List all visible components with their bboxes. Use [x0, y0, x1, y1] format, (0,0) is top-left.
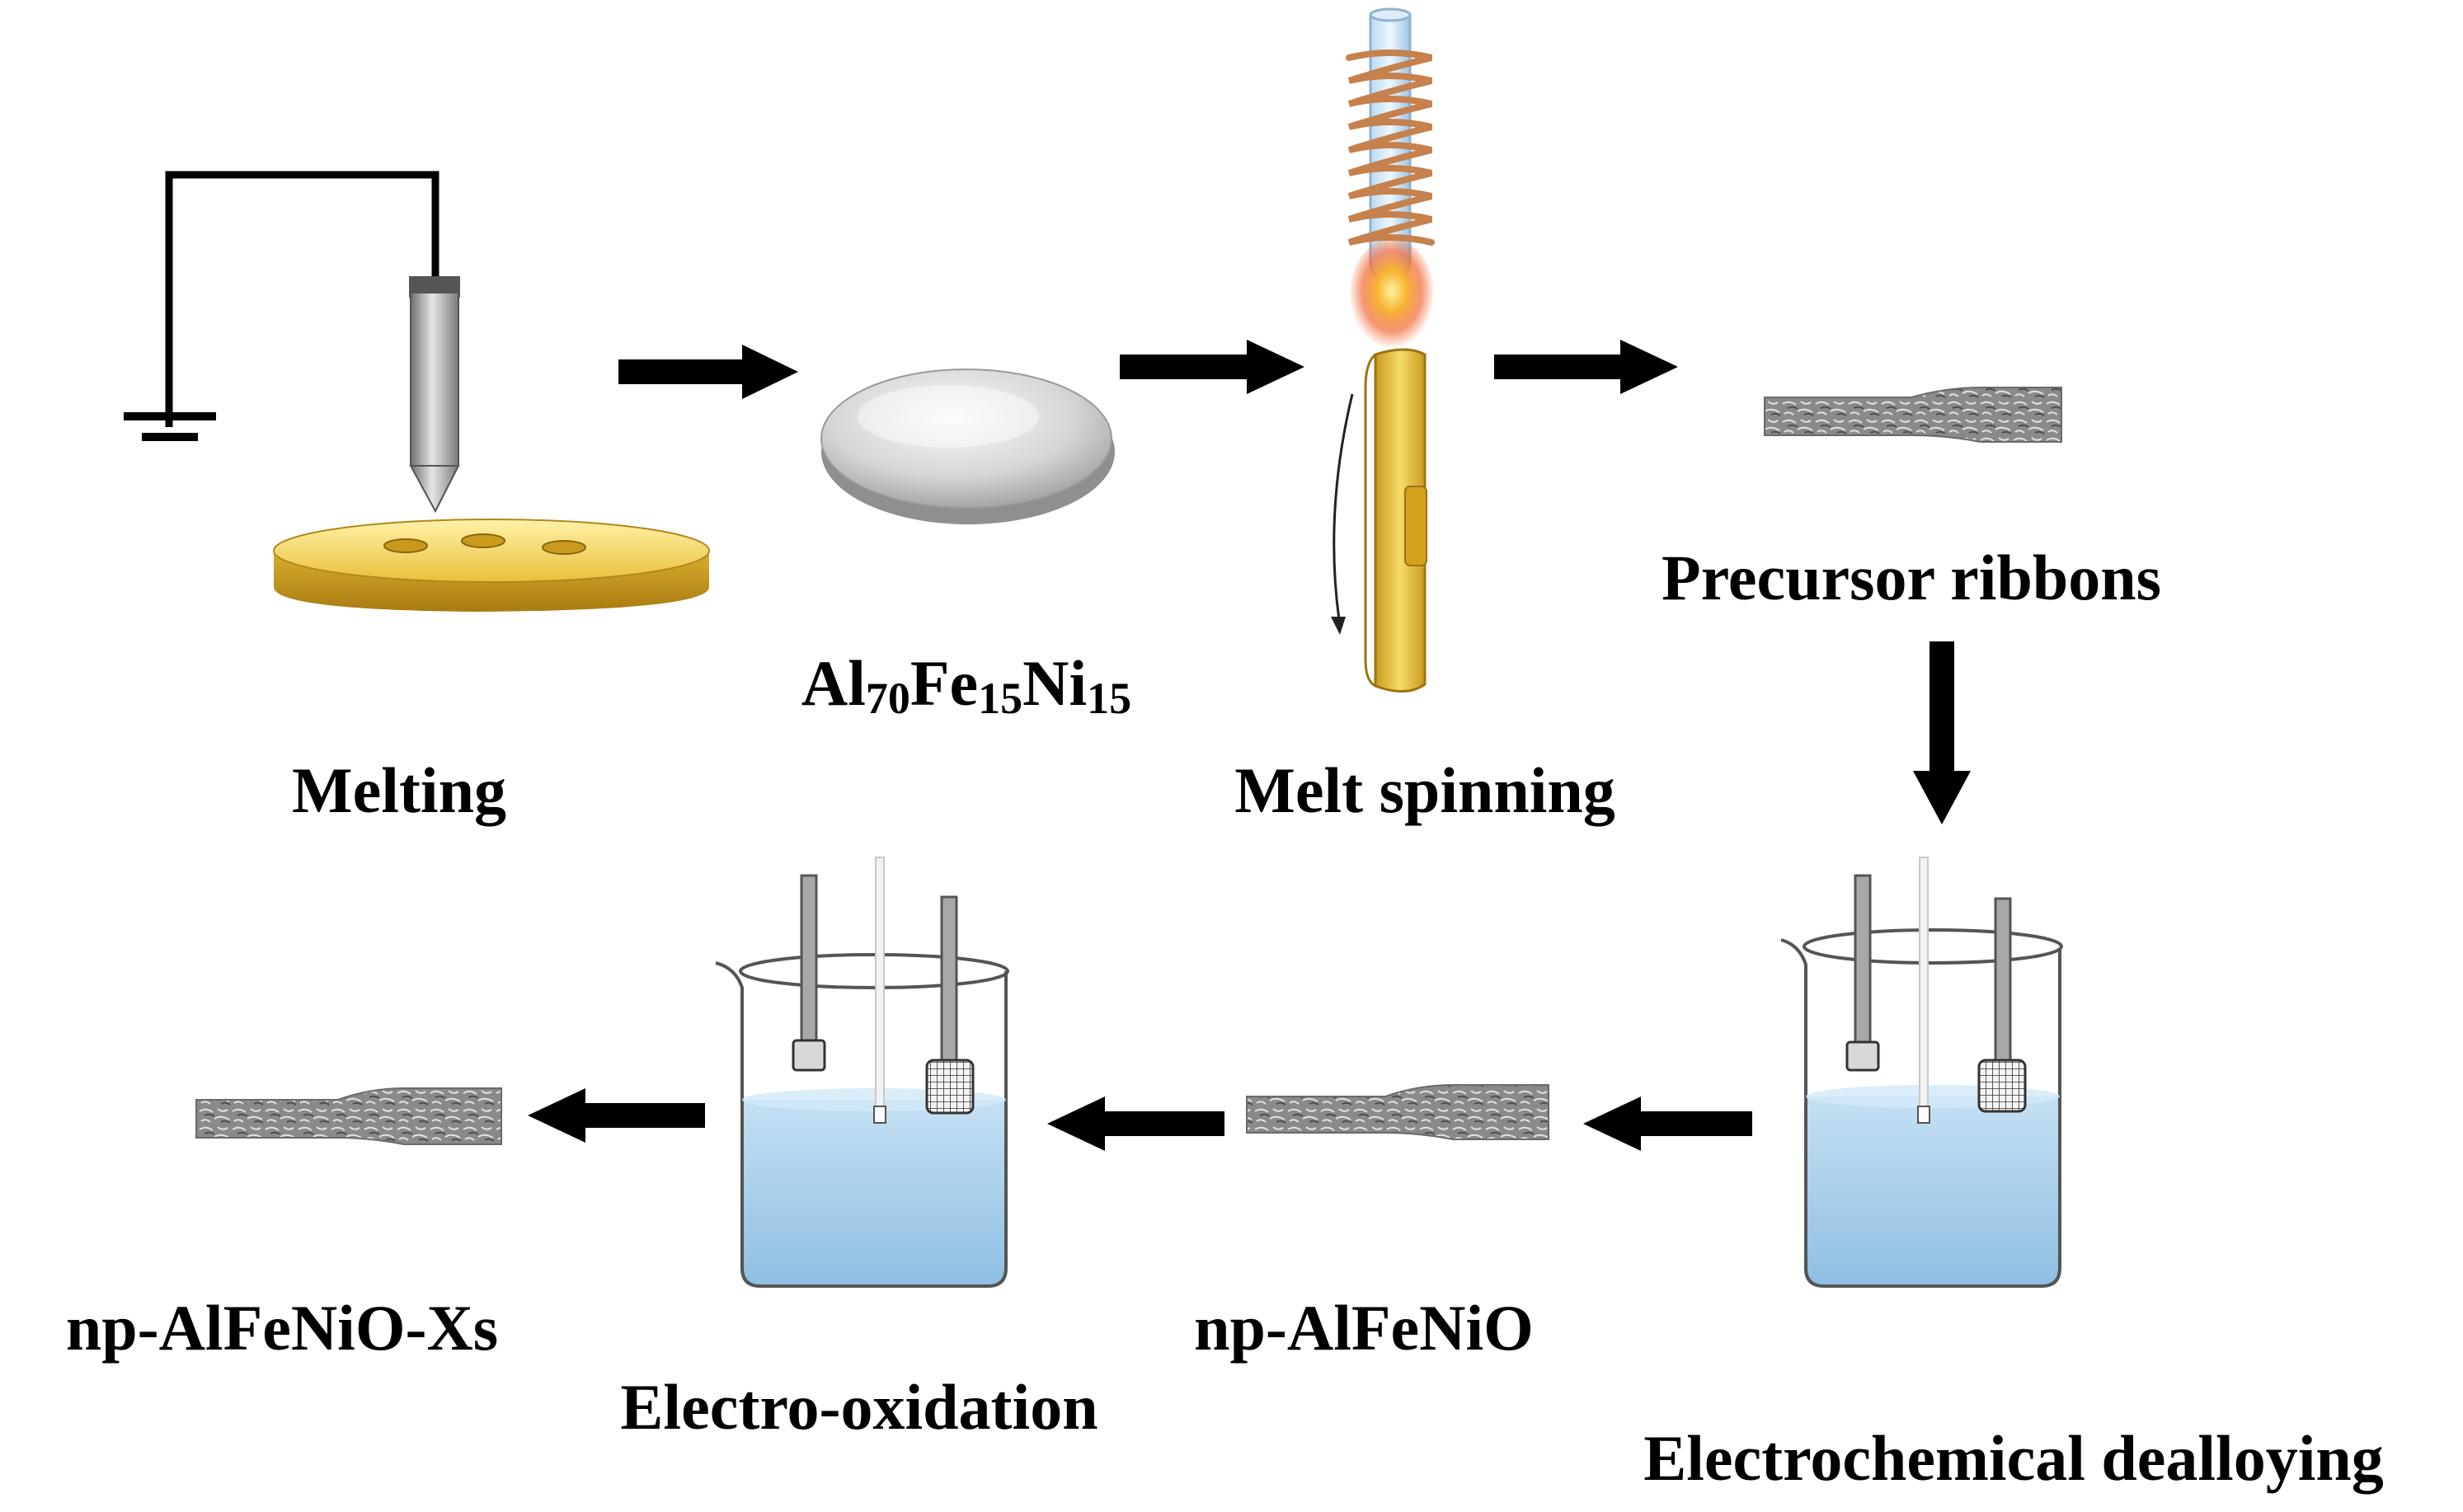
hearth-plate-top — [273, 519, 710, 583]
alloy-element-ni: Ni — [1022, 647, 1088, 719]
working-electrode — [1919, 857, 1929, 1114]
label-electro-oxidation: Electro-oxidation — [620, 1371, 1098, 1443]
alloy-subscript-al: 70 — [865, 674, 910, 723]
melt-glow — [1349, 239, 1435, 355]
precursor-ribbon — [1764, 387, 2062, 443]
rotation-arrow — [1333, 393, 1354, 621]
counter-electrode — [1994, 897, 2012, 1065]
arrow-oxidation-to-xs — [528, 1088, 705, 1143]
np-alfenio-ribbon — [1246, 1084, 1549, 1140]
arrow-melting-to-ingot — [618, 345, 798, 399]
wheel-hub — [1404, 486, 1427, 566]
mesh-electrode — [925, 1059, 975, 1115]
label-np-alfenio-xs: np-AlFeNiO-Xs — [65, 1292, 499, 1364]
melt-spinner — [1331, 7, 1435, 693]
mesh-electrode — [1977, 1059, 2027, 1113]
arrow-ribbons-to-dealloying — [1913, 641, 1971, 824]
wheel-body — [1374, 348, 1427, 693]
hearth-well-1 — [383, 538, 428, 553]
alloy-ingot — [820, 369, 1115, 524]
alloy-subscript-fe: 15 — [978, 674, 1023, 723]
induction-coil — [1346, 49, 1435, 246]
arrow-np-to-oxidation — [1047, 1096, 1224, 1151]
label-np-alfenio: np-AlFeNiO — [1194, 1292, 1534, 1364]
counter-electrode — [940, 895, 958, 1064]
alloy-element-al: Al — [801, 647, 866, 719]
arrow-dealloying-to-np — [1583, 1096, 1752, 1151]
working-electrode — [875, 857, 885, 1114]
reference-electrode — [800, 874, 818, 1046]
circuit-wire — [165, 171, 439, 427]
hearth-well-2 — [461, 533, 505, 548]
label-electrochemical-dealloying: Electrochemical dealloying — [1643, 1422, 2384, 1494]
oxidation-beaker — [715, 857, 1009, 1288]
arrow-ingot-to-spinning — [1120, 340, 1304, 394]
label-alloy-composition: Al70Fe15Ni15 — [801, 651, 1131, 721]
reference-electrode — [1854, 874, 1872, 1050]
np-alfenio-xs-ribbon — [195, 1087, 502, 1145]
label-precursor-ribbons: Precursor ribbons — [1662, 542, 2161, 613]
electrode-rod — [410, 292, 459, 467]
alloy-element-fe: Fe — [910, 647, 979, 719]
alloy-subscript-ni: 15 — [1087, 674, 1132, 723]
melting-apparatus — [124, 171, 710, 612]
arrow-spinning-to-ribbons — [1494, 340, 1678, 394]
label-melt-spinning: Melt spinning — [1234, 754, 1615, 826]
label-melting: Melting — [292, 754, 506, 826]
electrode-tip — [409, 465, 460, 514]
dealloying-beaker — [1780, 857, 2063, 1288]
hearth-well-3 — [542, 540, 586, 555]
